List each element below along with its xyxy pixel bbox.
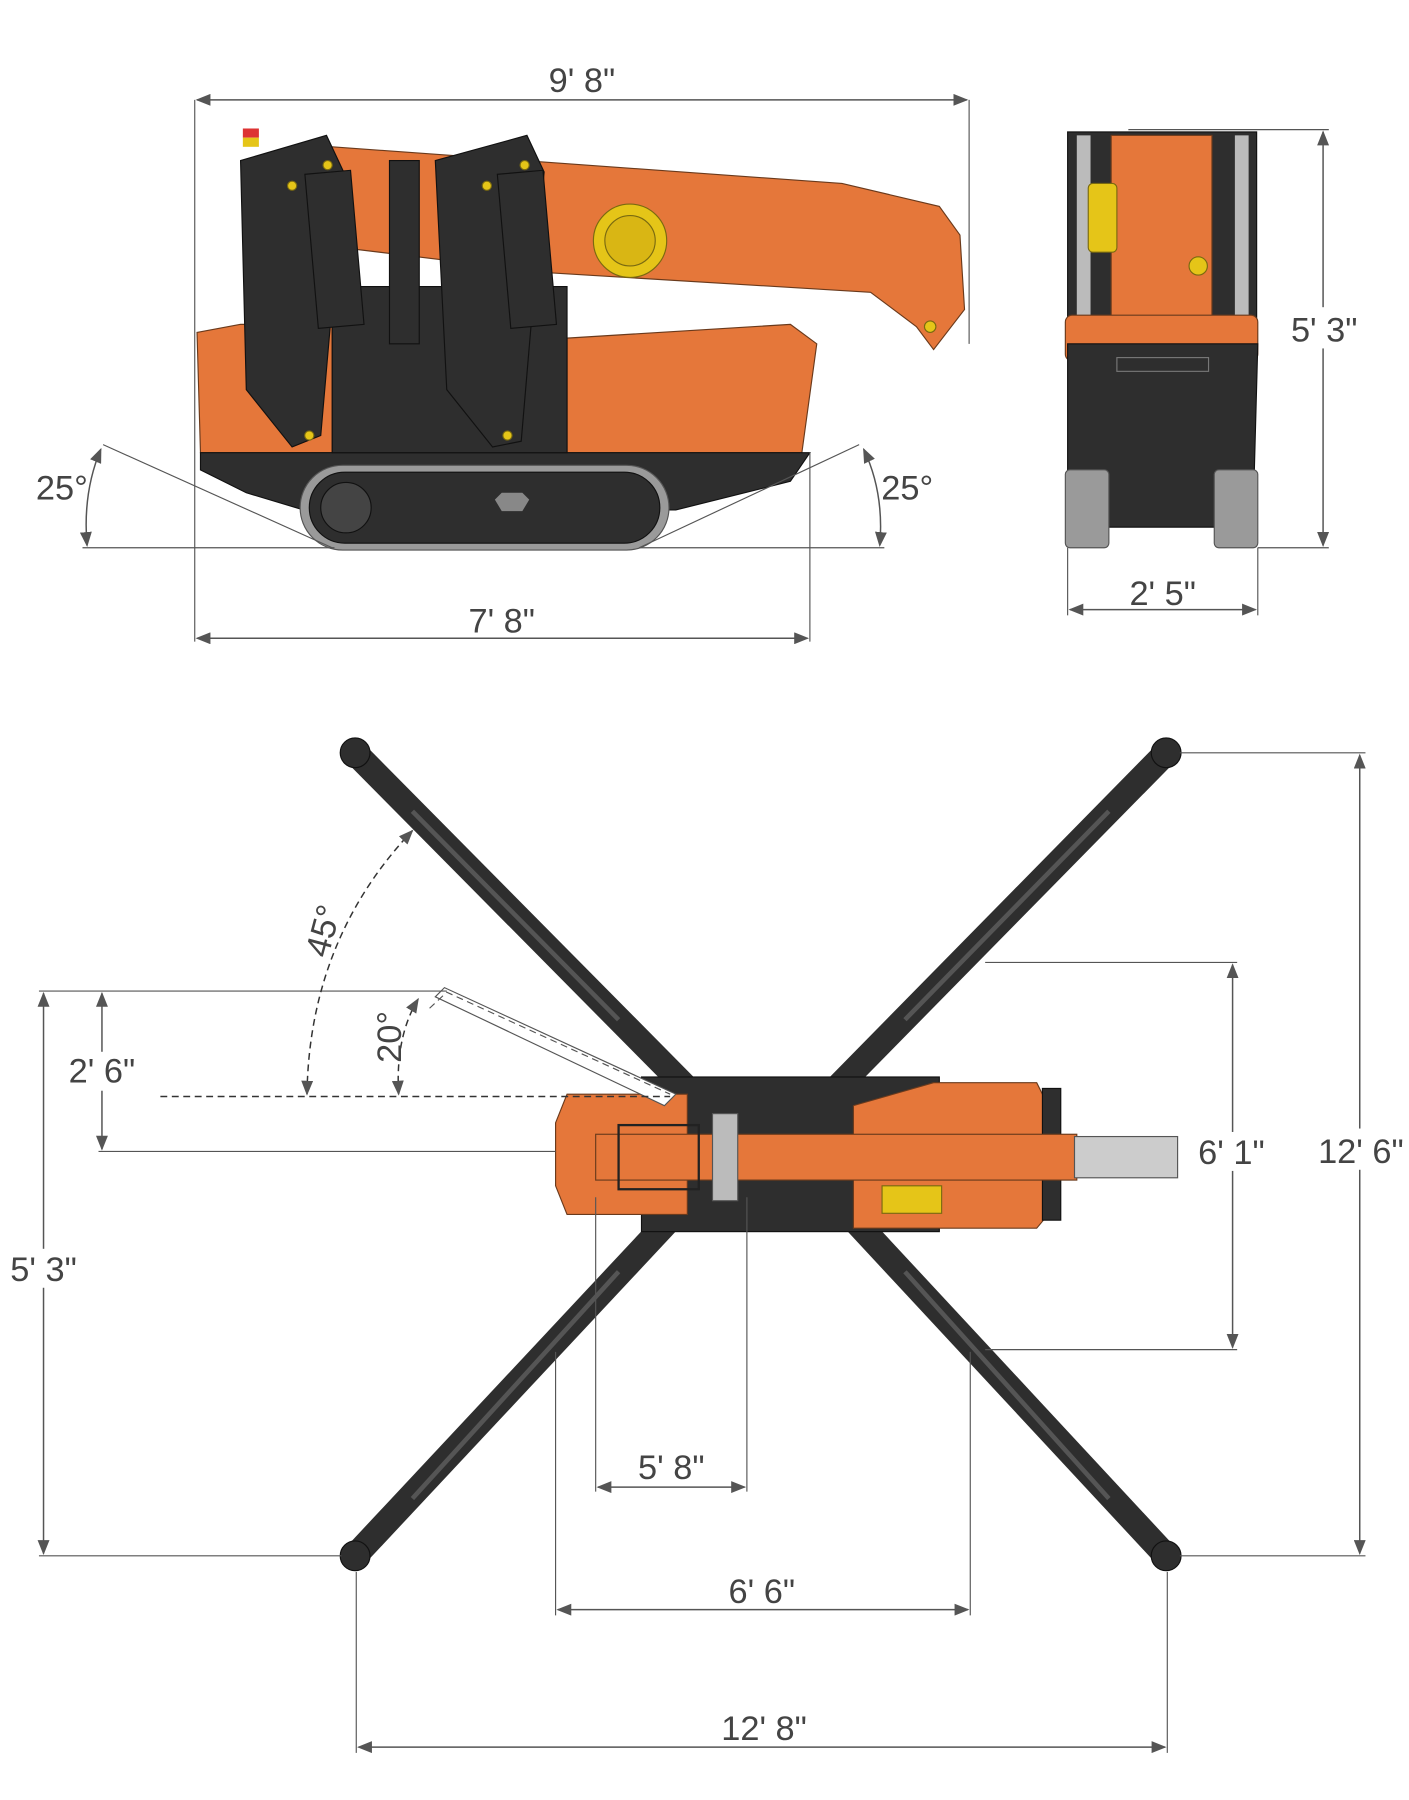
track-length-label: 7' 8": [468, 603, 535, 641]
outrigger-foot: [339, 737, 371, 769]
outrigger-foot: [1150, 737, 1182, 769]
overall-length-label: 9' 8": [549, 62, 616, 100]
outrigger-length-label: 12' 6": [1318, 1133, 1404, 1171]
rear-angle-label: 25°: [36, 470, 88, 508]
front-span-label: 6' 1": [1198, 1134, 1265, 1172]
top-view-crane: [339, 737, 1182, 1572]
front-angle-arc: [863, 447, 887, 547]
top-view: 12' 6" 6' 1" 5' 3" 2' 6" 45° 20° 5' 8": [4, 737, 1409, 1754]
width-label: 2' 5": [1129, 575, 1196, 613]
rear-angle-arc: [391, 997, 419, 1096]
track: [1064, 469, 1110, 549]
outrigger-width-label: 12' 8": [721, 1710, 807, 1748]
rear-angle-arc: [79, 447, 102, 547]
track: [1213, 469, 1259, 549]
small-offset-label: 2' 6": [69, 1053, 136, 1091]
side-view-crane: [196, 128, 966, 551]
height-label: 5' 3": [1291, 312, 1358, 350]
rear-angle-label: 20°: [371, 1011, 409, 1063]
front-angle-label: 25°: [881, 470, 933, 508]
outrigger-angle-arc: [301, 829, 414, 1096]
side-view: 9' 8" 7' 8" 25° 25°: [36, 62, 970, 645]
outrigger-foot: [1150, 1540, 1182, 1572]
inner-base-label: 5' 8": [638, 1449, 705, 1487]
outrigger-foot: [339, 1540, 371, 1572]
outrigger-angle-label: 45°: [299, 901, 349, 961]
front-view: 5' 3" 2' 5": [1064, 129, 1360, 616]
mid-base-label: 6' 6": [729, 1573, 796, 1611]
boom: [595, 1133, 1078, 1181]
rear-offset-label: 5' 3": [10, 1251, 77, 1289]
front-view-crane: [1064, 131, 1259, 549]
